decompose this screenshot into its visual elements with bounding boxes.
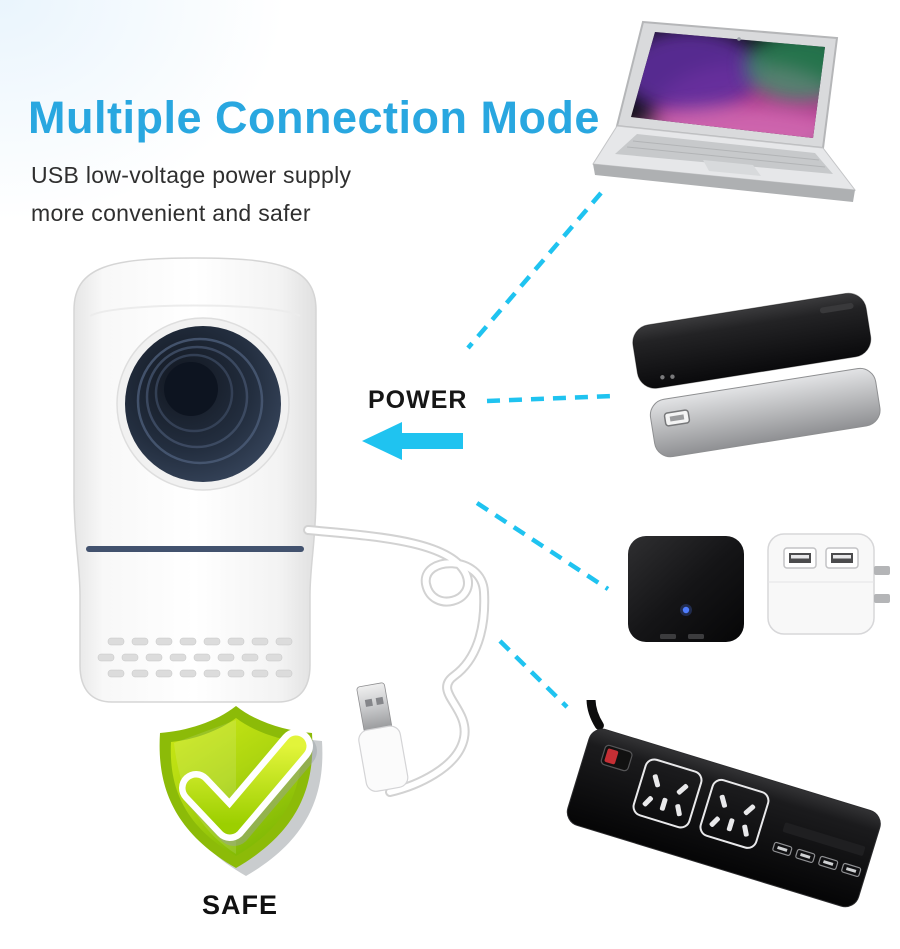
power-switch-red bbox=[604, 748, 619, 765]
laptop-illustration bbox=[592, 20, 857, 202]
usb-connector bbox=[356, 682, 409, 792]
adapter-led bbox=[682, 606, 690, 614]
power-strip-body bbox=[567, 729, 881, 907]
power-label: POWER bbox=[368, 386, 468, 414]
usb-tongue bbox=[833, 555, 851, 559]
plug-prong bbox=[874, 566, 890, 575]
indicator-led bbox=[670, 374, 675, 379]
lamp-top-seam bbox=[89, 304, 301, 317]
usb-tongue bbox=[791, 555, 809, 559]
laptop-keyboard bbox=[615, 134, 833, 174]
socket-slots bbox=[642, 774, 756, 837]
black-adapter bbox=[628, 536, 744, 642]
lamp-navy-band bbox=[86, 546, 304, 552]
power-bank-detail bbox=[819, 302, 854, 314]
power-strip-illustration bbox=[566, 700, 881, 908]
adapter-port bbox=[688, 634, 704, 639]
safe-label: SAFE bbox=[201, 890, 278, 920]
strip-label-panel bbox=[782, 822, 866, 856]
power-bank-illustration bbox=[632, 292, 881, 458]
laptop-trackpad bbox=[703, 160, 761, 176]
indicator-led bbox=[660, 375, 665, 380]
usb-adapters-illustration bbox=[628, 533, 890, 642]
lamp-funnel-hole bbox=[116, 317, 290, 491]
subtitle-line-2: more convenient and safer bbox=[31, 200, 311, 226]
power-strip-edge bbox=[566, 728, 881, 908]
subtitle-line-1: USB low-voltage power supply bbox=[31, 162, 352, 188]
keyboard-row-line bbox=[626, 146, 826, 168]
laptop-front-edge bbox=[593, 164, 855, 202]
power-bank-silver bbox=[649, 367, 881, 458]
safety-shield-illustration bbox=[159, 706, 323, 876]
keyboard-row-line bbox=[632, 140, 820, 161]
power-bank-black-edge bbox=[632, 292, 872, 389]
page-title: Multiple Connection Mode bbox=[28, 92, 600, 143]
adapter-port bbox=[660, 634, 676, 639]
usb-cable-core bbox=[305, 527, 488, 795]
checkmark-icon bbox=[185, 735, 307, 835]
socket-plates bbox=[632, 758, 770, 849]
lamp-vent-slots bbox=[97, 637, 293, 678]
strip-usb-ports bbox=[772, 841, 862, 878]
usb-port-tongue bbox=[669, 414, 685, 422]
mosquito-lamp-illustration bbox=[73, 257, 490, 797]
laptop-webcam bbox=[737, 37, 741, 41]
power-cord bbox=[586, 700, 606, 731]
power-bank-black bbox=[632, 293, 871, 389]
plug-prong bbox=[874, 594, 890, 603]
